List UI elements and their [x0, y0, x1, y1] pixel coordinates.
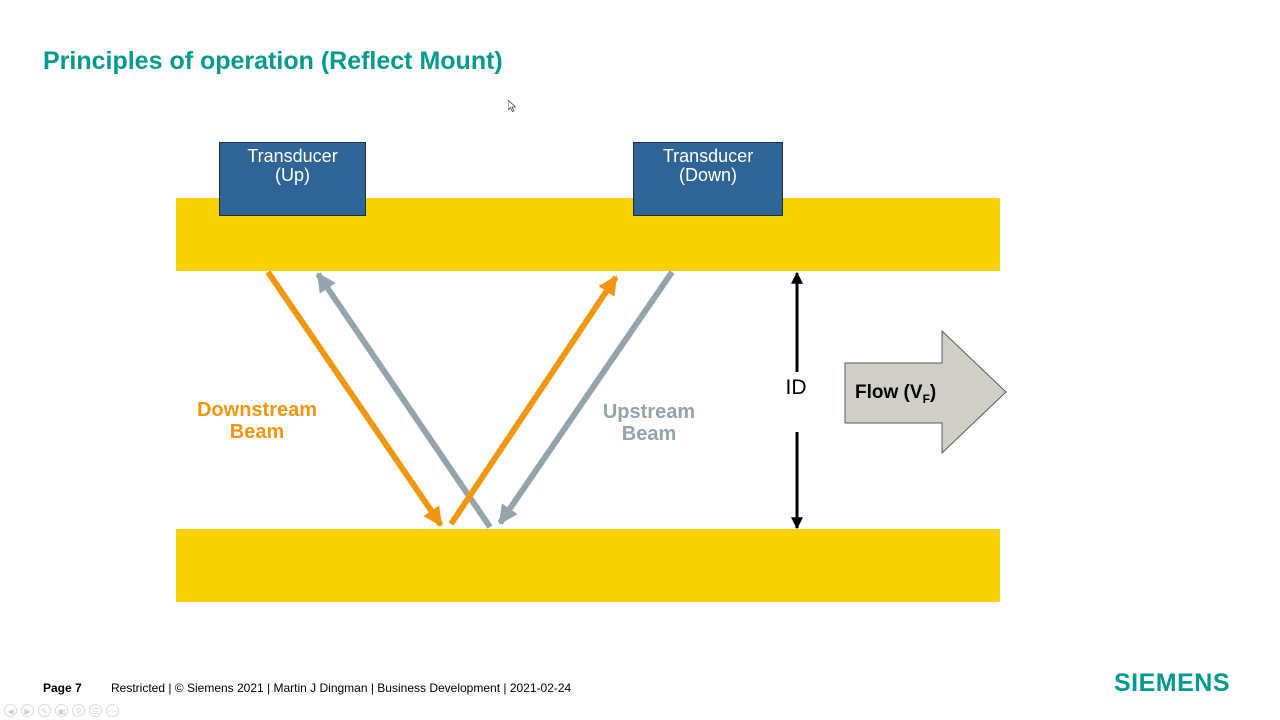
downstream-beam-label-line1: Downstream — [196, 399, 318, 421]
upstream-beam-label: Upstream Beam — [588, 401, 710, 445]
pen-icon[interactable]: ✎ — [38, 704, 51, 717]
transducer-up-label-line1: Transducer — [247, 146, 338, 166]
pipe-bottom-wall — [176, 529, 1000, 602]
upstream-beam-label-line1: Upstream — [602, 401, 696, 423]
next-icon[interactable]: ▶ — [21, 704, 34, 717]
footer-text: Restricted | © Siemens 2021 | Martin J D… — [111, 681, 572, 695]
transducer-up: Transducer (Up) — [219, 142, 366, 216]
more-icon[interactable]: ⋯ — [106, 704, 119, 717]
page-number: Page 7 — [43, 681, 82, 695]
downstream-beam-label-line2: Beam — [229, 421, 285, 443]
page-title: Principles of operation (Reflect Mount) — [43, 47, 503, 75]
transducer-down-label-line2: (Down) — [678, 165, 737, 185]
upstream-beam-label-line2: Beam — [621, 423, 677, 445]
mouse-cursor-icon — [508, 100, 516, 112]
menu-icon[interactable]: ☰ — [89, 704, 102, 717]
upstream-beam-return-arrow — [315, 272, 493, 529]
transducer-down-label-line1: Transducer — [662, 146, 754, 166]
view-icon[interactable]: ▣ — [55, 704, 68, 717]
inner-diameter-label: ID — [785, 376, 807, 399]
previous-icon[interactable]: ◀ — [4, 704, 17, 717]
siemens-logo: SIEMENS — [1114, 669, 1231, 697]
downstream-beam-label: Downstream Beam — [187, 399, 327, 443]
flow-arrow — [844, 329, 1007, 455]
downstream-beam-return-arrow — [448, 275, 619, 526]
transducer-up-label-line2: (Up) — [275, 165, 310, 185]
downstream-beam-incident-arrow — [265, 270, 444, 527]
slideshow-toolbar: ◀ ▶ ✎ ▣ ⚲ ☰ ⋯ — [4, 704, 119, 717]
transducer-down: Transducer (Down) — [633, 142, 783, 216]
flow-label-text: Flow (V — [855, 382, 923, 403]
flow-label-subscript: F — [922, 391, 930, 406]
zoom-icon[interactable]: ⚲ — [72, 704, 85, 717]
upstream-beam-incident-arrow — [497, 270, 675, 525]
flow-label-suffix: ) — [929, 382, 937, 403]
flow-label: Flow (VF) — [855, 382, 936, 406]
